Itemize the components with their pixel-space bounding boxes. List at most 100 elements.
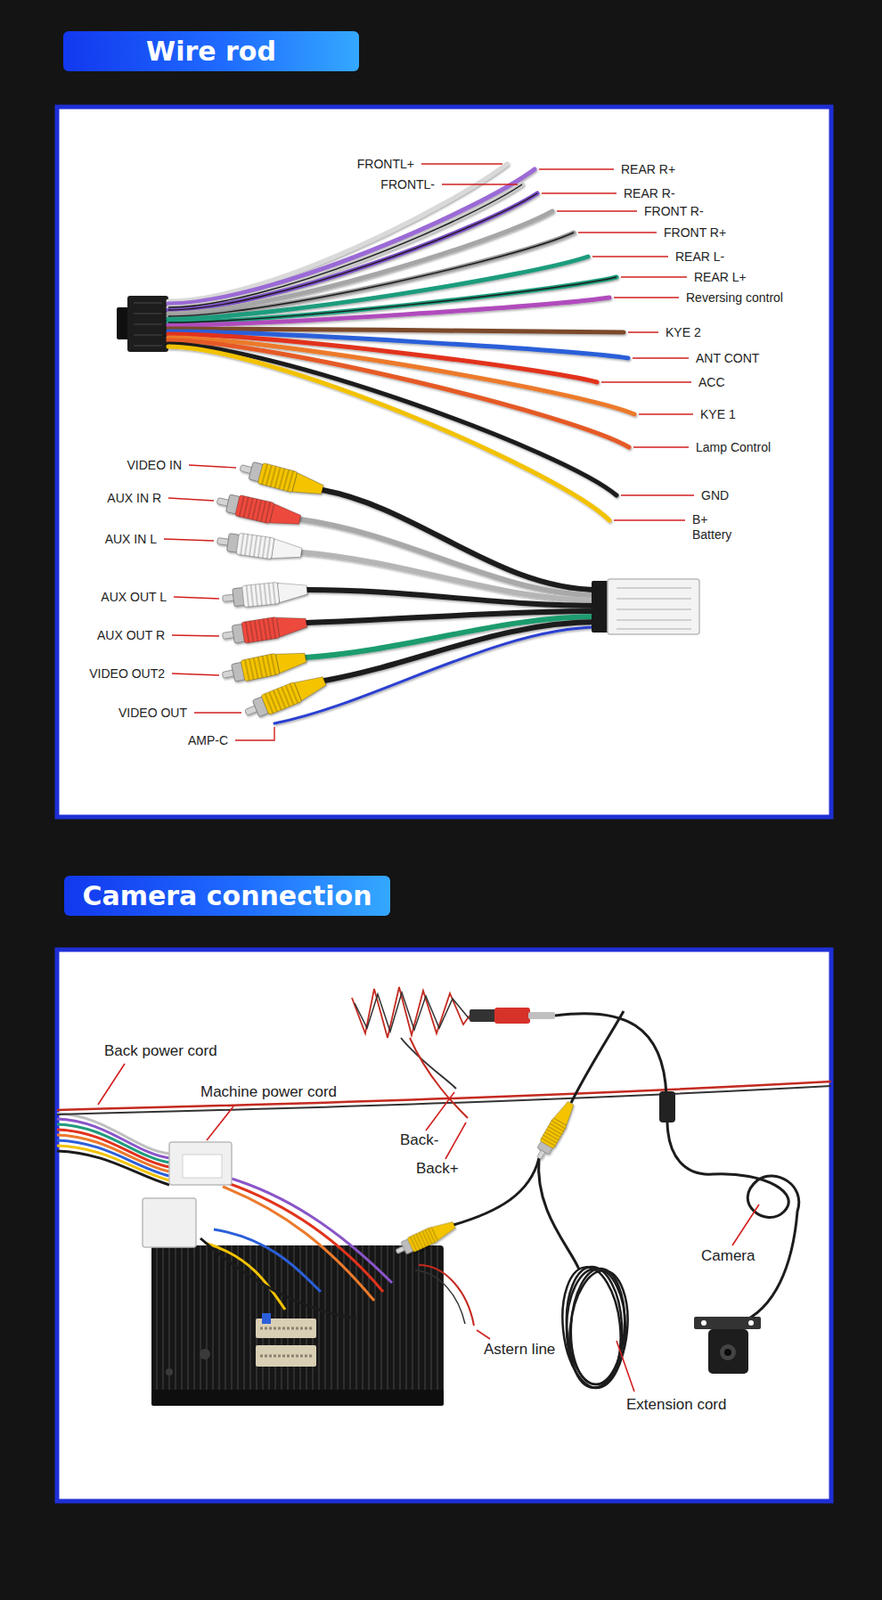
unit-wire	[200, 1238, 357, 1319]
leader-line	[613, 519, 686, 521]
back-power-cord	[57, 1086, 832, 1115]
harness-connector	[116, 307, 130, 340]
rca-plug	[215, 530, 303, 564]
leader-line	[539, 168, 614, 170]
leader-line	[633, 446, 689, 448]
harness-wire	[168, 343, 617, 496]
wire-label: ANT CONT	[694, 351, 761, 367]
power-connector	[169, 1142, 232, 1185]
leader-line	[171, 635, 220, 637]
leader-line	[173, 596, 220, 599]
harness-wire	[168, 346, 610, 521]
rca-cable	[306, 589, 599, 606]
camera-body	[694, 1316, 761, 1374]
power-connector	[142, 1142, 232, 1248]
wire-label: KYE 1	[698, 407, 738, 423]
wire-label: FRONT R-	[642, 204, 706, 220]
camera-body	[701, 1320, 707, 1326]
astern-wire	[418, 1265, 474, 1326]
unit-wire	[200, 1176, 392, 1319]
callout-label: Back-	[398, 1131, 441, 1150]
leader-line	[445, 1122, 466, 1160]
wire-stripe	[168, 184, 617, 323]
rca-plug	[220, 612, 309, 647]
unit-wire	[213, 1229, 321, 1292]
wire-label: AUX IN L	[103, 531, 159, 548]
leader-line	[638, 413, 694, 415]
rca-plug	[237, 457, 326, 500]
callout-label: Back power cord	[102, 1042, 220, 1061]
callout-label: Machine power cord	[198, 1083, 339, 1102]
rca-plug	[214, 457, 328, 723]
leader-line	[592, 255, 669, 257]
rca-plug	[221, 579, 309, 610]
camera-cable	[453, 1011, 800, 1323]
rca-connector	[607, 579, 700, 635]
rca-cable	[274, 627, 599, 724]
extension-coil	[556, 1264, 634, 1391]
leader-line	[616, 1340, 635, 1392]
section-header: Wire rod	[63, 31, 360, 72]
cable-splice	[659, 1091, 676, 1123]
rca-plug	[392, 1217, 458, 1259]
camera-cable	[539, 1158, 580, 1270]
camera-body	[719, 1344, 736, 1361]
wire-label: FRONTL+	[355, 156, 417, 172]
leader-line	[476, 1330, 490, 1340]
coiled-cable	[351, 987, 470, 1119]
leader-line	[628, 331, 659, 333]
leader-line	[171, 673, 220, 676]
leader-line	[613, 296, 679, 298]
wire-label: REAR R-	[621, 186, 678, 202]
rca-plug	[392, 1099, 578, 1259]
power-connector	[142, 1198, 196, 1248]
leader-line	[235, 726, 275, 741]
leader-line	[632, 357, 689, 359]
leader-line	[163, 539, 214, 541]
wire-stripe	[168, 184, 523, 308]
wire-label: FRONT R+	[661, 225, 728, 241]
astern-wire	[415, 1265, 474, 1326]
back-power-cord	[57, 1081, 832, 1115]
head-unit	[151, 1389, 444, 1406]
rca-plug	[214, 490, 303, 531]
harness-connector	[133, 302, 163, 346]
head-unit	[165, 1368, 173, 1376]
unit-wire	[222, 1186, 375, 1301]
leader-line	[194, 711, 242, 713]
wire-stripe	[168, 193, 538, 311]
harness-wire	[168, 169, 535, 304]
wire-label: VIDEO OUT	[116, 705, 189, 721]
head-unit	[260, 1328, 312, 1356]
leader-line	[206, 1106, 234, 1141]
power-plug	[469, 1007, 556, 1024]
harness-wire	[168, 163, 635, 521]
rca-plug	[531, 1099, 578, 1163]
camera-cable	[453, 1158, 539, 1225]
wire-label: ACC	[696, 375, 727, 391]
rca-cable	[301, 552, 599, 601]
rca-cable	[274, 490, 599, 724]
harness-connector	[127, 295, 169, 352]
wire-label: VIDEO IN	[125, 457, 184, 474]
wire-label: REAR L-	[673, 249, 727, 265]
leader-line	[578, 231, 657, 233]
power-plug	[494, 1007, 531, 1024]
rca-plug	[242, 670, 329, 723]
coiled-cable	[409, 1037, 468, 1119]
camera-panel	[57, 949, 832, 1502]
rca-plug	[220, 647, 309, 686]
extension-coil	[568, 1267, 629, 1387]
extension-coil	[563, 1267, 633, 1391]
leader-line	[425, 1092, 455, 1131]
wire-stripe	[168, 277, 617, 323]
camera-body	[748, 1320, 754, 1326]
leader-line	[601, 381, 692, 383]
rca-cable	[322, 490, 599, 590]
wire-label: B+ Battery	[690, 512, 743, 543]
wire-stripe	[168, 232, 574, 317]
harness-wire	[168, 337, 635, 415]
